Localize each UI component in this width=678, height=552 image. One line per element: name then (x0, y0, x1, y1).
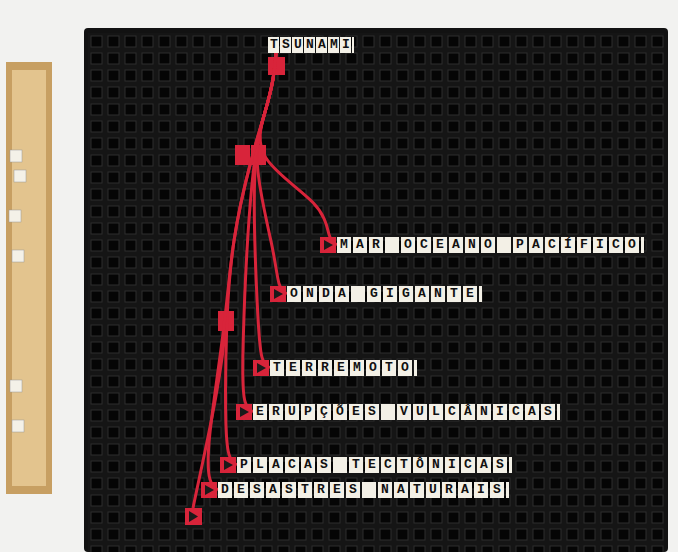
word-tiles: TSUNAMI (268, 35, 354, 53)
connector-group (201, 53, 276, 498)
word-tiles: ONDA GIGANTE (287, 284, 482, 302)
pegboard (84, 28, 668, 552)
tile-word: TERREMOTO (270, 360, 417, 376)
tile-word: DESASTRES NATURAIS (218, 482, 509, 498)
arrow-peg (201, 482, 217, 498)
red-cord (208, 53, 276, 490)
arrow-peg (220, 457, 236, 473)
arrow-peg (270, 286, 286, 302)
loose-tiles (9, 150, 26, 432)
tile-word: MAR OCEANO PACÍFICO (337, 237, 644, 253)
wooden-box-inner (12, 70, 46, 486)
red-cord (254, 53, 276, 368)
word-tiles: DESASTRES NATURAIS (218, 480, 509, 498)
arrow-peg (253, 360, 269, 376)
arrow-peg (320, 237, 336, 253)
connector-group (253, 53, 276, 376)
tile-word: PLACAS TECTÔNICAS (237, 457, 512, 473)
arrow-peg (236, 404, 252, 420)
tile-word: ERUPÇÕES VULCÂNICAS (253, 404, 560, 420)
word-tiles: ERUPÇÕES VULCÂNICAS (253, 402, 560, 420)
pegboard-holes (88, 33, 664, 552)
word-tiles: MAR OCEANO PACÍFICO (337, 235, 644, 253)
word-tiles: PLACAS TECTÔNICAS (237, 455, 512, 473)
red-cord (243, 53, 276, 412)
tile-word: ONDA GIGANTE (287, 286, 482, 302)
red-pegs (185, 57, 285, 525)
wooden-box (6, 62, 52, 494)
word-tiles: TERREMOTO (270, 358, 417, 376)
tile-word: TSUNAMI (268, 37, 354, 53)
